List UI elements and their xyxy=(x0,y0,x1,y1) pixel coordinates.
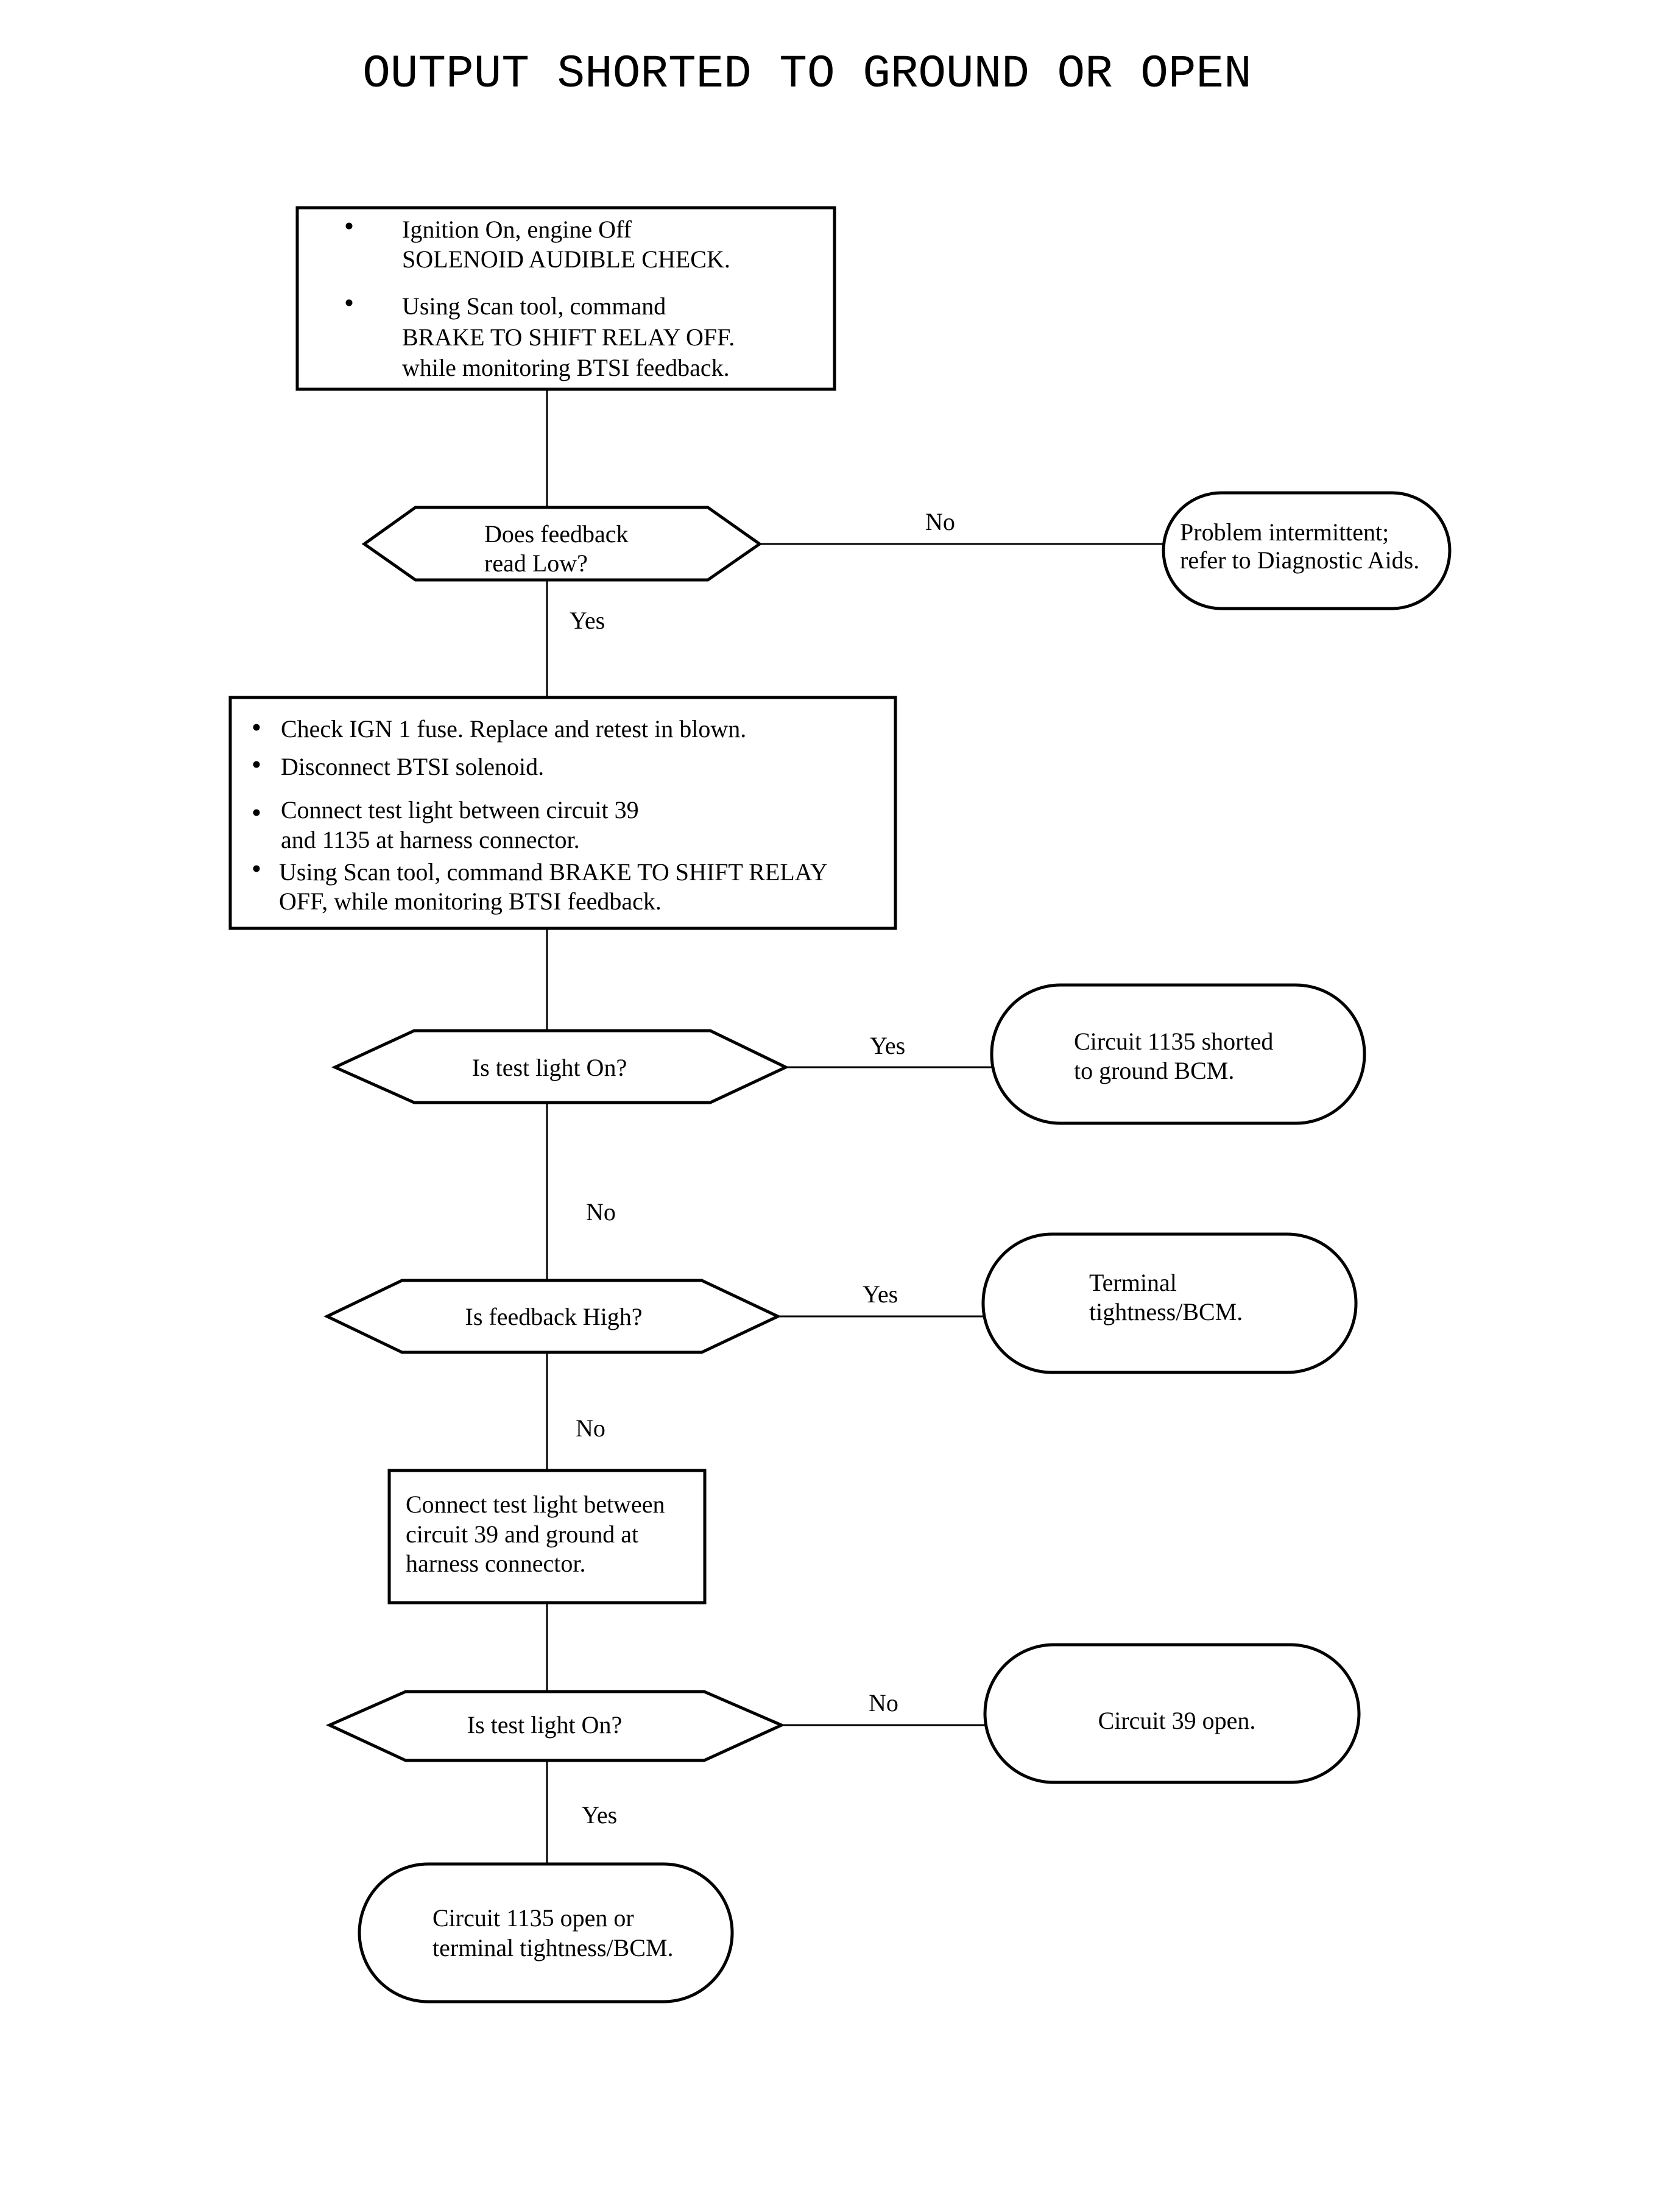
edge-label-decision4-no: No xyxy=(869,1689,898,1717)
page-title: OUTPUT SHORTED TO GROUND OR OPEN xyxy=(362,48,1251,101)
step-3-text: Connect test light between circuit 39 an… xyxy=(406,1491,671,1577)
end-3-text: Terminal tightness/BCM. xyxy=(1089,1269,1243,1326)
bullet-marker xyxy=(345,222,353,230)
decision-3: Is feedback High? xyxy=(323,1279,782,1354)
edge-label-decision4-yes: Yes xyxy=(582,1801,617,1829)
end-1-text: Problem intermittent; refer to Diagnosti… xyxy=(1180,518,1419,574)
end-2-text: Circuit 1135 shorted to ground BCM. xyxy=(1074,1028,1279,1084)
decision-2-text: Is test light On? xyxy=(472,1054,627,1081)
decision-1-text: Does feedback read Low? xyxy=(484,520,635,577)
end-1-terminal: Problem intermittent; refer to Diagnosti… xyxy=(1162,491,1452,610)
end-4-text: Circuit 39 open. xyxy=(1098,1707,1256,1734)
edge-label-decision3-yes: Yes xyxy=(863,1280,898,1308)
edge-label-decision3-no: No xyxy=(576,1414,605,1442)
edge-label-decision1-no: No xyxy=(925,508,955,535)
step-1-bullet-1: Ignition On, engine Off SOLENOID AUDIBLE… xyxy=(402,216,730,273)
edge-labels: No Yes Yes No Yes No No Yes xyxy=(570,508,955,1829)
edge-label-decision2-yes: Yes xyxy=(870,1032,905,1059)
end-5-terminal: Circuit 1135 open or terminal tightness/… xyxy=(358,1862,734,2003)
bullet-marker xyxy=(253,865,260,872)
bullet-marker xyxy=(253,761,260,768)
step-2-bullet-2: Disconnect BTSI solenoid. xyxy=(281,753,544,780)
bullet-marker xyxy=(253,809,260,816)
step-3-box: Connect test light between circuit 39 an… xyxy=(387,1469,707,1605)
connectors xyxy=(546,389,1163,1864)
end-3-terminal: Terminal tightness/BCM. xyxy=(981,1232,1358,1374)
decision-1: Does feedback read Low? xyxy=(361,506,763,582)
decision-4: Is test light On? xyxy=(325,1690,786,1762)
edge-label-decision2-no: No xyxy=(586,1198,616,1226)
decision-2: Is test light On? xyxy=(331,1029,789,1104)
step-2-bullet-4: Using Scan tool, command BRAKE TO SHIFT … xyxy=(279,858,833,915)
bullet-marker xyxy=(253,724,260,731)
edge-label-decision1-yes: Yes xyxy=(570,607,605,634)
bullet-marker xyxy=(345,299,353,306)
end-2-terminal: Circuit 1135 shorted to ground BCM. xyxy=(990,983,1366,1125)
end-5-text: Circuit 1135 open or terminal tightness/… xyxy=(432,1904,674,1961)
step-2-bullet-3: Connect test light between circuit 39 an… xyxy=(281,796,645,853)
decision-4-text: Is test light On? xyxy=(467,1711,622,1739)
step-1-box: Ignition On, engine Off SOLENOID AUDIBLE… xyxy=(295,206,836,391)
decision-3-text: Is feedback High? xyxy=(465,1303,643,1330)
end-4-terminal: Circuit 39 open. xyxy=(983,1643,1361,1784)
step-1-bullet-2: Using Scan tool, command BRAKE TO SHIFT … xyxy=(402,292,741,381)
step-2-bullet-1: Check IGN 1 fuse. Replace and retest in … xyxy=(281,715,746,743)
step-2-box: Check IGN 1 fuse. Replace and retest in … xyxy=(228,696,897,930)
